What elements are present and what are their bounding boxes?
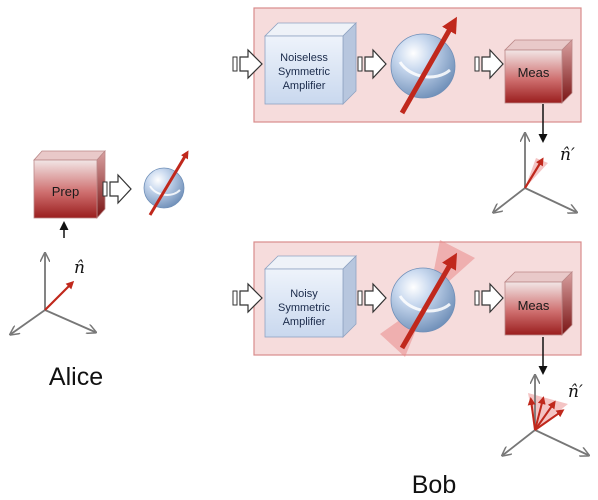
hollow-arrow <box>474 48 504 80</box>
noisy-amplifier-box: Noisy Symmetric Amplifier <box>264 255 357 338</box>
amplifier-line-2: Symmetric <box>278 66 330 78</box>
meas-label: Meas <box>518 298 550 313</box>
hollow-arrow <box>232 282 263 314</box>
meas-label: Meas <box>518 65 550 80</box>
prep-label: Prep <box>52 184 79 199</box>
amplifier-line-1: Noisy <box>290 288 318 300</box>
amplifier-line-3: Amplifier <box>283 316 326 328</box>
bob-noisy-channel: Noisy Symmetric Amplifier Meas <box>232 240 582 357</box>
amplifier-line-3: Amplifier <box>283 80 326 92</box>
bloch-sphere-icon <box>390 16 457 115</box>
noiseless-amplifier-box: Noiseless Symmetric Amplifier <box>264 22 357 105</box>
bob-noiseless-channel: Noiseless Symmetric Amplifier Meas <box>232 7 582 123</box>
hollow-arrow <box>357 282 387 314</box>
bob-bottom-axes <box>503 376 588 455</box>
bloch-sphere-icon <box>380 240 475 357</box>
meas-box: Meas <box>504 39 573 104</box>
hollow-arrow <box>102 173 132 205</box>
bloch-sphere-icon <box>143 150 189 216</box>
alice-axes <box>11 254 95 334</box>
bob-top-axes <box>494 134 576 212</box>
bob-label: Bob <box>412 471 456 499</box>
hollow-arrow <box>357 48 387 80</box>
alice-label: Alice <box>49 363 103 391</box>
n-hat-prime-label: n̂′ <box>568 382 583 402</box>
alice-section: Prep n̂ Alice <box>11 149 189 391</box>
amplifier-line-2: Symmetric <box>278 302 330 314</box>
n-hat-prime-label: n̂′ <box>560 145 575 165</box>
meas-box: Meas <box>504 271 573 336</box>
n-hat-label: n̂ <box>74 258 85 278</box>
hollow-arrow <box>232 48 263 80</box>
hollow-arrow <box>474 282 504 314</box>
amplifier-line-1: Noiseless <box>280 52 328 64</box>
prep-box: Prep <box>33 149 106 220</box>
